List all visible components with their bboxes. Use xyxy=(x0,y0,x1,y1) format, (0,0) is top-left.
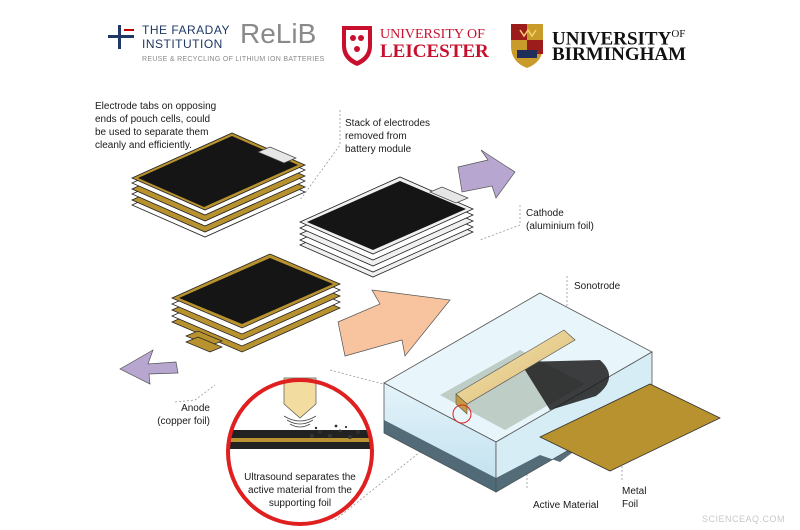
anode-electrode-stack xyxy=(171,253,341,353)
birmingham-crest-icon xyxy=(511,24,543,68)
process-arrow-icon xyxy=(337,289,451,357)
label-stack: Stack of electrodes removed from battery… xyxy=(345,118,431,155)
magnifier-detail xyxy=(226,377,374,526)
faraday-logo-text: THE FARADAY INSTITUTION xyxy=(142,23,230,51)
watermark: SCIENCEAQ.COM xyxy=(702,514,786,524)
label-sonotrode: Sonotrode xyxy=(574,281,621,292)
label-anode: Anode (copper foil) xyxy=(157,403,210,427)
leicester-logo-line1: UNIVERSITY OF xyxy=(380,27,485,42)
faraday-line2: INSTITUTION xyxy=(142,37,223,51)
faraday-cross-icon xyxy=(108,25,134,49)
label-cathode: Cathode (aluminium foil) xyxy=(526,208,594,232)
birmingham-word-of: OF xyxy=(671,28,686,40)
birmingham-logo-line2: BIRMINGHAM xyxy=(552,44,687,65)
cathode-electrode-stack xyxy=(299,176,474,278)
label-electrode-tabs: Electrode tabs on opposing ends of pouch… xyxy=(95,101,217,151)
leicester-crest-icon xyxy=(342,26,372,66)
label-ultrasound: Ultrasound separates the active material… xyxy=(244,472,356,509)
anode-arrow-icon xyxy=(119,349,179,385)
cathode-arrow-icon xyxy=(457,149,516,199)
copper-electrode-stack xyxy=(131,132,306,238)
relib-tagline: REUSE & RECYCLING OF LITHIUM ION BATTERI… xyxy=(142,56,325,63)
ultrasonic-tank xyxy=(383,292,721,493)
leicester-logo-line2: LEICESTER xyxy=(380,41,489,62)
label-active-material: Active Material xyxy=(533,500,599,511)
relib-logo-name: ReLiB xyxy=(240,18,317,49)
birmingham-word-university: UNIVERSITY xyxy=(552,28,672,50)
faraday-line1: THE FARADAY xyxy=(142,23,230,37)
label-metal-foil: Metal Foil xyxy=(622,486,647,510)
birmingham-logo-line1: UNIVERSITYOF xyxy=(552,24,685,49)
